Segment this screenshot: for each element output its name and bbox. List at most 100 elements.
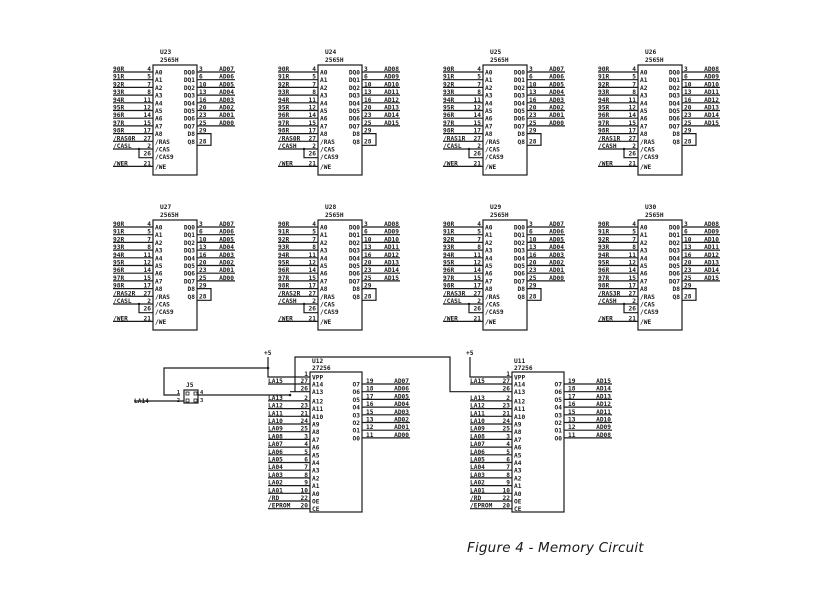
pin-number: 17 xyxy=(474,283,482,290)
chip-part-number: 2565H xyxy=(160,212,179,219)
pin-number: 21 xyxy=(503,410,511,417)
pin-number: 12 xyxy=(144,105,152,112)
cas9-tie-wire xyxy=(303,149,318,159)
address-net-label: 92R xyxy=(443,236,454,243)
eprom-net-label: LA12 xyxy=(470,403,485,410)
pin-name: A6 xyxy=(320,116,328,123)
address-net-label: 97R xyxy=(598,120,609,127)
pin-name: DQ6 xyxy=(514,116,525,123)
pin-number: 12 xyxy=(568,424,576,431)
address-net-label: 97R xyxy=(113,275,124,282)
data-net-label: AD02 xyxy=(549,105,564,112)
pin-number: 2 xyxy=(147,298,151,305)
pin-name: A6 xyxy=(485,116,493,123)
pin-name: /RAS xyxy=(485,139,500,146)
data-net-label: AD04 xyxy=(219,244,234,251)
cas9-tie-wire xyxy=(138,149,153,159)
address-net-label: 92R xyxy=(598,81,609,88)
pin-number: 29 xyxy=(199,283,207,290)
pin-name: A0 xyxy=(320,225,328,232)
data-net-label: AD00 xyxy=(549,275,564,282)
eprom-net-label: LA02 xyxy=(268,480,283,487)
control-net-label: /CASL xyxy=(113,298,132,305)
pin-name: DQ2 xyxy=(514,240,525,247)
data-net-label: AD15 xyxy=(384,120,399,127)
eprom-net-label: /EPROM xyxy=(470,503,493,510)
pin-name: A2 xyxy=(640,240,648,247)
pin-name: DQ7 xyxy=(184,123,195,130)
eprom-net-label: LA10 xyxy=(268,418,283,425)
pin-number: 29 xyxy=(684,283,692,290)
pin-name: A1 xyxy=(320,232,328,239)
control-net-label: /WER xyxy=(598,160,613,167)
jumper-reference: J5 xyxy=(186,382,194,389)
pin-number: 14 xyxy=(629,112,637,119)
address-net-label: 96R xyxy=(278,112,289,119)
pin-number: 6 xyxy=(529,74,533,81)
data-net-label: AD03 xyxy=(219,97,234,104)
pin-number: 12 xyxy=(474,260,482,267)
pin-name: A13 xyxy=(514,389,525,396)
pin-name: DQ0 xyxy=(514,70,525,77)
junction-dot xyxy=(467,147,471,151)
pin-number: 8 xyxy=(147,244,151,251)
pin-name: A0 xyxy=(320,70,328,77)
pin-name: D8 xyxy=(188,286,196,293)
address-net-label: 98R xyxy=(598,283,609,290)
pin-number: 29 xyxy=(684,128,692,135)
d8-q8-loop-wire xyxy=(527,133,542,146)
address-net-label: 97R xyxy=(443,275,454,282)
pin-name: DQ5 xyxy=(184,263,195,270)
control-net-label: /RAS2R xyxy=(278,290,301,297)
pin-number: 7 xyxy=(632,81,636,88)
eprom-net-label: LA05 xyxy=(268,457,283,464)
control-net-label: /WER xyxy=(598,315,613,322)
pin-name: A2 xyxy=(485,85,493,92)
pin-number: 7 xyxy=(477,81,481,88)
pin-number: 11 xyxy=(144,97,152,104)
data-net-label: AD09 xyxy=(704,229,719,236)
pin-number: 16 xyxy=(529,252,537,259)
pin-name: A12 xyxy=(514,398,525,405)
data-net-label: AD06 xyxy=(549,74,564,81)
pin-name: DQ4 xyxy=(184,255,195,262)
pin-number: 12 xyxy=(629,260,637,267)
pin-number: 17 xyxy=(366,393,374,400)
pin-number: 25 xyxy=(364,120,372,127)
eprom-net-label: LA01 xyxy=(470,487,485,494)
pin-name: A2 xyxy=(320,240,328,247)
pin-name: VPP xyxy=(514,375,525,382)
pin-name: Q8 xyxy=(188,294,196,301)
pin-number: 5 xyxy=(147,74,151,81)
address-net-label: 92R xyxy=(113,81,124,88)
data-net-label: AD14 xyxy=(384,112,399,119)
data-net-label: AD05 xyxy=(219,81,234,88)
data-net-label: AD07 xyxy=(549,221,564,228)
pin-number: 11 xyxy=(144,252,152,259)
pin-number: 26 xyxy=(301,386,309,393)
pin-name: DQ4 xyxy=(669,100,680,107)
pin-name: /CAS xyxy=(640,302,655,309)
pin-number: 16 xyxy=(199,97,207,104)
pin-number: 26 xyxy=(309,306,317,313)
data-net-label: AD12 xyxy=(384,252,399,259)
chip-part-number: 2565H xyxy=(325,212,344,219)
address-net-label: 90R xyxy=(598,221,609,228)
address-net-label: 90R xyxy=(443,66,454,73)
pin-number: 5 xyxy=(147,229,151,236)
pin-number: 14 xyxy=(474,112,482,119)
pin-number: 13 xyxy=(199,244,207,251)
pin-number: 27 xyxy=(144,135,152,142)
pin-number: 3 xyxy=(199,221,203,228)
pin-name: A3 xyxy=(155,248,163,255)
pin-number: 4 xyxy=(632,66,636,73)
pin-name: DQ0 xyxy=(349,225,360,232)
pin-name: O5 xyxy=(555,397,563,404)
pin-name: A0 xyxy=(155,225,163,232)
pin-number: 4 xyxy=(312,221,316,228)
pin-name: D8 xyxy=(188,131,196,138)
pin-number: 23 xyxy=(684,267,692,274)
jumper-pin-number: 1 xyxy=(177,390,181,396)
